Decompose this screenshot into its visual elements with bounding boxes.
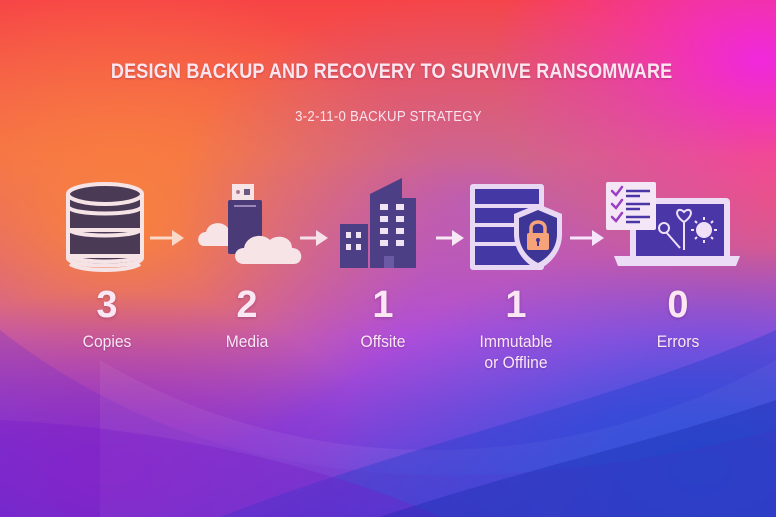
office-buildings-icon [340,178,416,268]
server-shield-lock-icon [470,184,562,270]
page-subtitle: 3-2-11-0 BACKUP STRATEGY [295,108,482,125]
step-label: Copies [82,332,132,351]
laptop-checklist-icon [606,182,740,266]
database-icon [66,182,144,272]
step-number: 1 [505,284,527,326]
page-title: DESIGN BACKUP AND RECOVERY TO SURVIVE RA… [110,60,673,83]
usb-drive-cloud-icon [198,184,302,264]
arrow-right-icon [436,230,464,246]
arrow-right-icon [150,230,184,246]
step-number: 2 [236,284,258,326]
step-label: Media [225,332,269,351]
step-number: 3 [96,284,118,326]
step-offsite: 1 Offsite [313,285,453,352]
step-number: 0 [667,284,689,326]
step-label: Errors [656,332,700,351]
arrow-right-icon [570,230,604,246]
step-immutable: 1 Immutable or Offline [446,285,586,373]
arrow-right-icon [300,230,328,246]
step-number: 1 [372,284,394,326]
step-media: 2 Media [177,285,317,352]
step-label: Offsite [360,332,406,351]
step-errors: 0 Errors [608,285,748,352]
step-label-line2: or Offline [484,353,548,372]
step-label: Immutable or Offline [452,331,581,373]
step-copies: 3 Copies [37,285,177,352]
step-label-line1: Immutable [479,332,553,351]
